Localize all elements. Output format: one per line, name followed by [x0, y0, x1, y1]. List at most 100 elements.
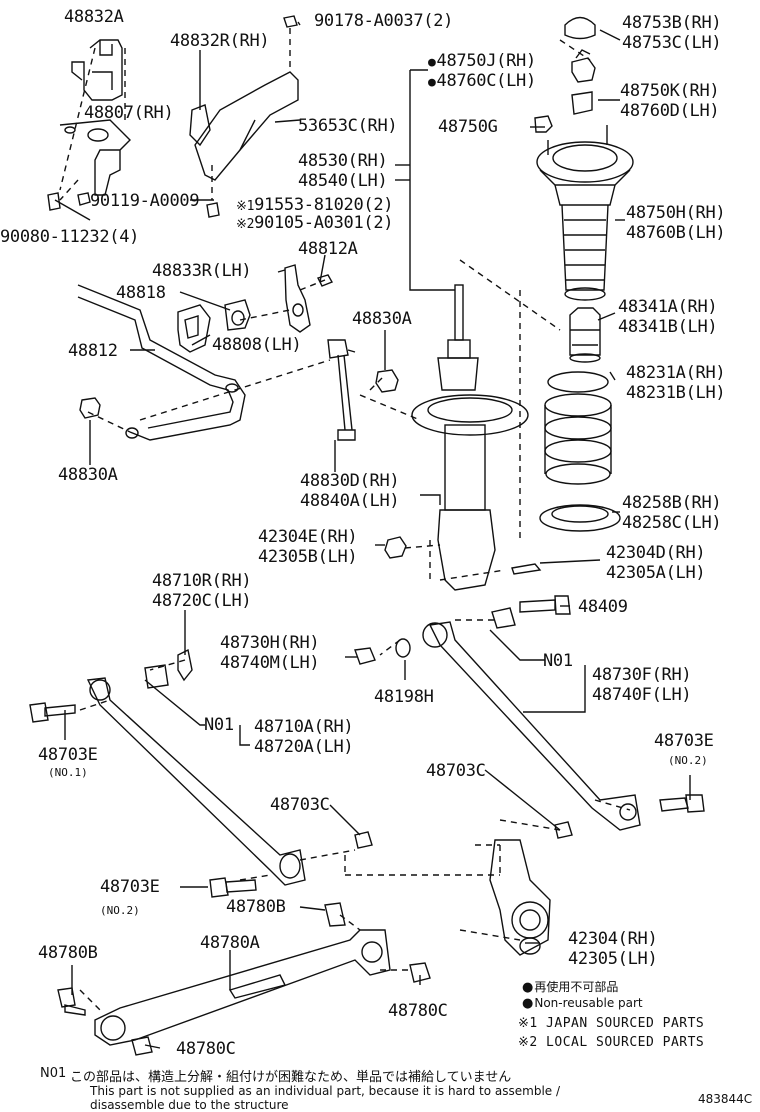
callout-n01-right: N01	[543, 651, 573, 671]
callout-42305b: 42305B(LH)	[258, 547, 358, 567]
callout-48753c: 48753C(LH)	[622, 33, 722, 53]
callout-48812a: 48812A	[298, 239, 358, 259]
bolt-90178	[283, 15, 298, 28]
callout-48258c: 48258C(LH)	[622, 513, 722, 533]
nut-48830a-top	[375, 369, 399, 393]
washer-48750k	[571, 91, 593, 115]
callout-48231a: 48231A(RH)	[626, 363, 726, 383]
callout-48258b: 48258B(RH)	[622, 493, 722, 513]
bolt-90080	[47, 192, 61, 211]
bushing-48710r	[177, 648, 193, 682]
footer-n01-en2: disassemble due to the structure	[90, 1098, 289, 1112]
callout-48703c-right: 48703C	[426, 761, 486, 781]
callout-48840a: 48840A(LH)	[300, 491, 400, 511]
legend-local-sourced: ※2 LOCAL SOURCED PARTS	[518, 1035, 705, 1050]
washer-48198h	[395, 638, 411, 658]
symbol-japan: ※1	[236, 199, 255, 214]
callout-48740m: 48740M(LH)	[220, 653, 320, 673]
control-arm-48710a	[86, 664, 306, 886]
callout-48753b: 48753B(RH)	[622, 13, 722, 33]
callout-90080: 90080-11232(4)	[0, 227, 140, 247]
callout-48720c: 48720C(LH)	[152, 591, 252, 611]
callout-48807: 48807(RH)	[84, 103, 174, 123]
nut-48750j	[571, 49, 596, 83]
callout-48703e-mid: 48703E	[100, 877, 160, 897]
callout-42304d: 42304D(RH)	[606, 543, 706, 563]
callout-48341b: 48341B(LH)	[618, 317, 718, 337]
knuckle-42304	[489, 839, 551, 956]
callout-48750k: 48750K(RH)	[620, 81, 720, 101]
callout-48730h: 48730H(RH)	[220, 633, 320, 653]
callout-90119: 90119-A0009	[90, 191, 200, 211]
callout-53653c: 53653C(RH)	[298, 116, 398, 136]
callout-48198h: 48198H	[374, 687, 434, 707]
callout-48780b-left: 48780B	[38, 943, 98, 963]
bolt-48409	[519, 595, 571, 615]
nut-48703c-right	[554, 821, 573, 839]
nut-48780c-mid	[409, 962, 431, 983]
symbol-local: ※2	[236, 217, 255, 232]
callout-n01-left: N01	[204, 715, 234, 735]
callout-48780c-bottom: 48780C	[176, 1039, 236, 1059]
control-arm-48730f	[422, 607, 641, 831]
bolt-42304d	[511, 563, 542, 575]
legend-nonreusable-en: Non-reusable part	[522, 996, 642, 1011]
nut-48830a-left	[79, 397, 101, 419]
callout-48703e-right: 48703E	[654, 731, 714, 751]
bolt-48703e-right	[659, 794, 705, 813]
callout-42305a: 42305A(LH)	[606, 563, 706, 583]
coil-spring-48231a	[544, 371, 612, 485]
callout-48830a-top: 48830A	[352, 309, 412, 329]
bolt-48703e-left	[29, 702, 76, 723]
bracket-48808	[177, 304, 211, 353]
callout-42304e: 42304E(RH)	[258, 527, 358, 547]
nut-48750g	[534, 115, 553, 133]
callout-48703e-right-sub: (NO.2)	[668, 754, 708, 767]
insulator-48258b	[539, 504, 621, 532]
callout-48760c: 48760C(LH)	[428, 72, 537, 92]
callout-48832a: 48832A	[64, 7, 124, 27]
support-48750h	[536, 125, 634, 301]
callout-48703e-mid-sub: (NO.2)	[100, 904, 140, 917]
footer-n01-jp: この部品は、構造上分解・組付けが困難なため、単品では補給していません	[70, 1070, 512, 1085]
callout-48818: 48818	[116, 283, 166, 303]
callout-48530: 48530(RH)	[298, 151, 388, 171]
callout-48409: 48409	[578, 597, 628, 617]
callout-48780b-mid: 48780B	[226, 897, 286, 917]
bolt-91553	[206, 202, 220, 218]
callout-48833r: 48833R(LH)	[152, 261, 252, 281]
trailing-arm-48780a	[94, 929, 391, 1046]
callout-48703e-left-sub: (NO.1)	[48, 766, 88, 779]
callout-42304: 42304(RH)	[568, 929, 658, 949]
callout-48750j: 48750J(RH)	[428, 52, 537, 72]
stabilizer-link-48830d	[327, 339, 356, 441]
callout-48720a: 48720A(LH)	[254, 737, 354, 757]
callout-90178: 90178-A0037(2)	[314, 11, 454, 31]
bracket-53653c	[189, 71, 299, 181]
nut-48780c-bottom	[131, 1036, 153, 1056]
callout-48710a: 48710A(RH)	[254, 717, 354, 737]
callout-48341a: 48341A(RH)	[618, 297, 718, 317]
callout-48812: 48812	[68, 341, 118, 361]
nut-48703c-mid	[354, 831, 373, 849]
cap-48753	[564, 16, 596, 40]
bolt-48703e-mid	[209, 877, 257, 898]
callout-90105: ※290105-A0301(2)	[236, 213, 394, 233]
callout-48750g: 48750G	[438, 117, 498, 137]
bushing-48818	[224, 299, 251, 331]
callout-48830d: 48830D(RH)	[300, 471, 400, 491]
callout-48760b: 48760B(LH)	[626, 223, 726, 243]
callout-48808: 48808(LH)	[212, 335, 302, 355]
bolt-48780b-left	[57, 987, 86, 1016]
callout-48703e-left: 48703E	[38, 745, 98, 765]
callout-48740f: 48740F(LH)	[592, 685, 692, 705]
callout-48703c-mid: 48703C	[270, 795, 330, 815]
shock-absorber-48530	[411, 284, 529, 591]
nut-42304e	[384, 536, 407, 559]
diagram-id: 483844C	[698, 1092, 753, 1106]
footer-n01-en1: This part is not supplied as an individu…	[90, 1084, 561, 1098]
bolt-90119	[77, 192, 91, 206]
callout-48830a-left: 48830A	[58, 465, 118, 485]
bracket-48807	[59, 119, 131, 196]
